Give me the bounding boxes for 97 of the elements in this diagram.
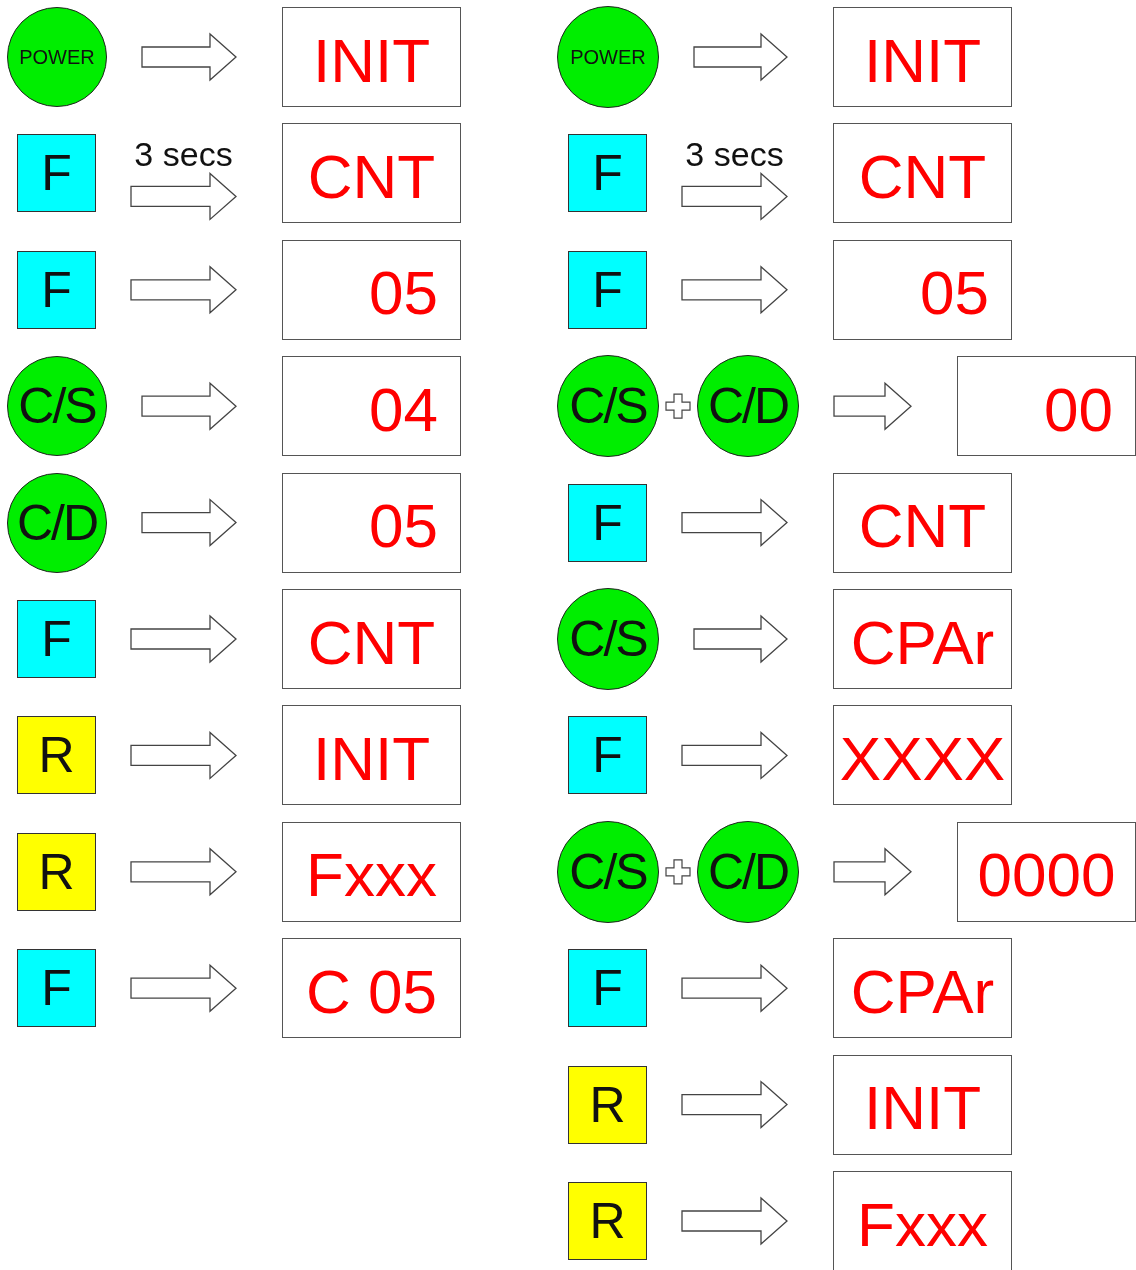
display-box (282, 589, 461, 689)
button-label: C/S (18, 377, 96, 436)
display-box (282, 7, 461, 107)
button-label: F (592, 726, 623, 785)
display-box (833, 472, 1012, 573)
button-label: F (41, 610, 72, 668)
block-arrow (681, 1196, 788, 1246)
display-readout: 00 (1044, 373, 1113, 445)
block-arrow (130, 265, 237, 315)
display-box (833, 1171, 1012, 1270)
square-button (568, 483, 647, 562)
square-button (568, 949, 647, 1028)
square-button (17, 600, 96, 678)
square-button (568, 716, 647, 795)
block-arrow (141, 498, 237, 548)
display-readout: CNT (307, 606, 436, 678)
edge-label: 3 secs (685, 134, 784, 174)
display-box (282, 472, 461, 573)
block-arrow (681, 963, 788, 1013)
display-box (833, 589, 1012, 689)
block-arrow (681, 730, 788, 780)
display-readout: C 05 (306, 955, 437, 1027)
display-readout: CNT (858, 140, 987, 212)
button-label: F (592, 493, 623, 552)
display-readout: Fxxx (857, 1188, 988, 1260)
block-arrow (141, 381, 237, 431)
edge-label: 3 secs (134, 134, 233, 174)
button-label: F (41, 260, 72, 319)
display-box (282, 239, 461, 340)
button-label: F (592, 260, 623, 319)
button-label: POWER (570, 45, 646, 69)
button-label: R (38, 726, 75, 785)
display-box (282, 123, 461, 224)
square-button (17, 832, 96, 911)
display-readout: INIT (863, 1072, 982, 1144)
display-readout: 05 (369, 257, 438, 329)
button-label: POWER (19, 45, 95, 69)
block-arrow (130, 171, 237, 221)
display-readout: 05 (920, 257, 989, 329)
button-label: C/S (569, 610, 647, 668)
button-label: F (592, 144, 623, 203)
display-readout: INIT (312, 722, 431, 794)
display-box (833, 705, 1012, 806)
display-readout: INIT (863, 24, 982, 96)
button-label: C/D (707, 377, 789, 436)
display-readout: Fxxx (306, 839, 437, 911)
block-arrow (681, 498, 788, 548)
display-readout: CPAr (850, 606, 995, 678)
display-readout: XXXX (839, 722, 1006, 794)
button-label: R (38, 842, 75, 901)
button-label: R (589, 1075, 626, 1134)
display-box (282, 938, 461, 1039)
display-readout: CPAr (850, 955, 995, 1027)
display-box (833, 938, 1012, 1039)
square-button (17, 134, 96, 213)
display-readout: 0000 (977, 839, 1116, 911)
display-box (282, 705, 461, 806)
square-button (568, 1065, 647, 1144)
display-box (282, 821, 461, 922)
display-readout: 04 (369, 373, 438, 445)
display-readout: INIT (312, 24, 431, 96)
block-arrow (681, 171, 788, 221)
square-button (568, 134, 647, 213)
display-box (833, 239, 1012, 340)
square-button (568, 1182, 647, 1260)
block-arrow (130, 963, 237, 1013)
square-button (17, 250, 96, 329)
block-arrow (693, 32, 788, 82)
display-readout: CNT (858, 490, 987, 562)
display-box (957, 356, 1136, 457)
button-label: R (589, 1192, 626, 1250)
button-label: F (41, 959, 72, 1018)
display-readout: 05 (369, 490, 438, 562)
block-arrow (681, 1080, 788, 1130)
button-label: C/D (16, 493, 98, 552)
display-box (833, 123, 1012, 224)
square-button (17, 716, 96, 795)
block-arrow (130, 614, 237, 664)
block-arrow (833, 847, 912, 897)
button-label: F (592, 959, 623, 1018)
display-box (957, 821, 1136, 922)
block-arrow (130, 847, 237, 897)
square-button (17, 949, 96, 1028)
display-readout: CNT (307, 140, 436, 212)
square-button (568, 250, 647, 329)
block-arrow (681, 265, 788, 315)
button-label: F (41, 144, 72, 203)
block-arrow (130, 730, 237, 780)
button-label: C/S (569, 377, 647, 436)
display-box (282, 356, 461, 457)
block-arrow (833, 381, 912, 431)
display-box (833, 1054, 1012, 1155)
display-box (833, 7, 1012, 107)
button-label: C/S (569, 842, 647, 901)
button-label: C/D (707, 842, 789, 901)
block-arrow (693, 614, 788, 664)
block-arrow (141, 32, 237, 82)
